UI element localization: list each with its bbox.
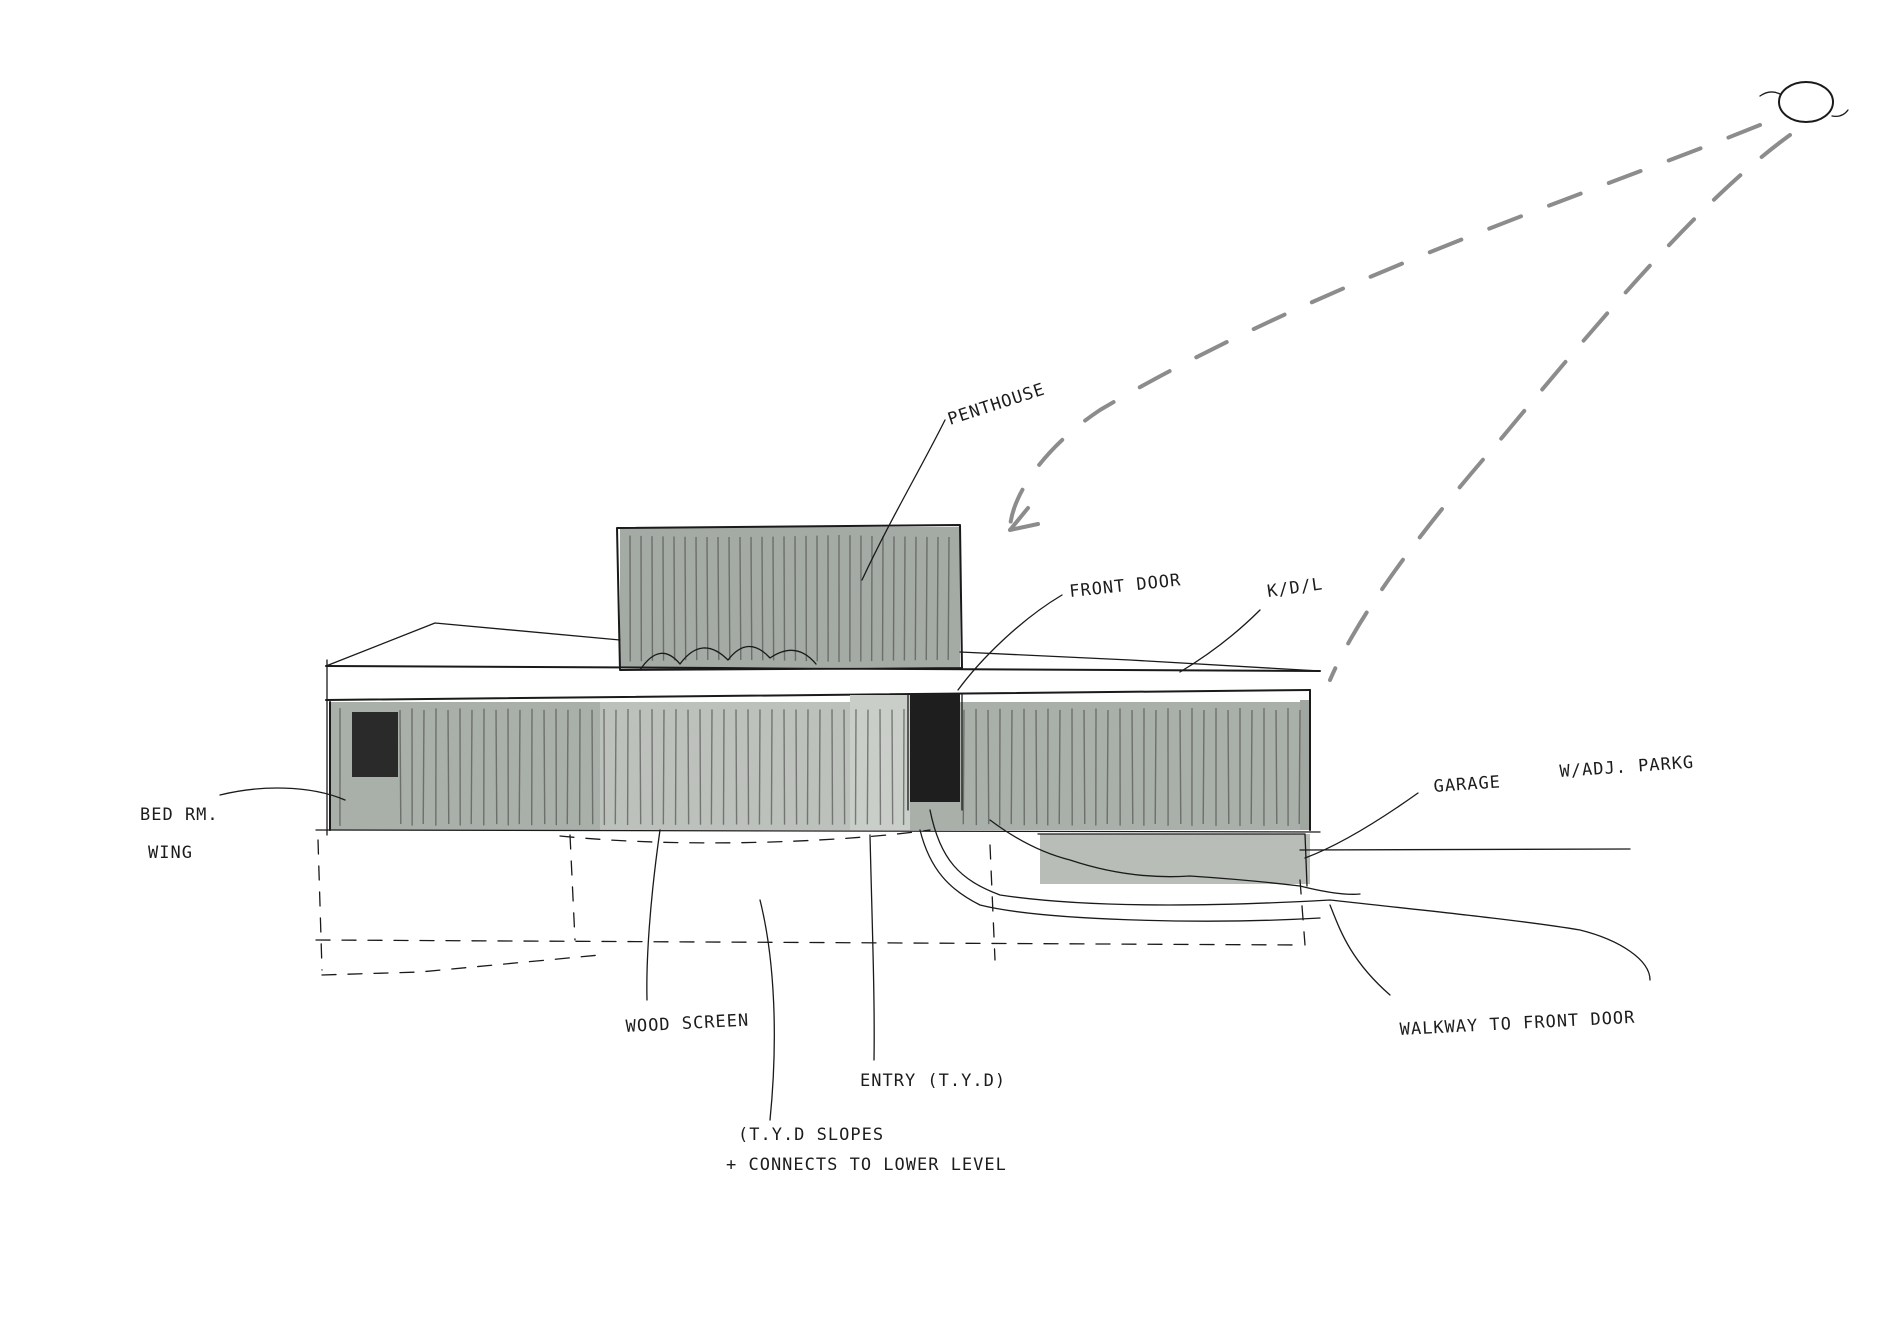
- lower-level-outline: [315, 834, 1306, 976]
- siding-stroke: [818, 709, 821, 825]
- siding-stroke: [892, 536, 895, 661]
- siding-stroke: [866, 709, 869, 825]
- main-facade: [315, 659, 1321, 836]
- siding-stroke: [987, 709, 990, 825]
- siding-stroke: [806, 709, 809, 825]
- sun-icon: [1759, 81, 1849, 123]
- siding-stroke: [1179, 709, 1182, 825]
- siding-stroke: [783, 536, 786, 661]
- siding-stroke: [925, 536, 928, 661]
- front-door: [907, 693, 963, 811]
- siding-stroke: [495, 709, 498, 825]
- siding-stroke: [662, 709, 665, 825]
- label-walkway: WALKWAY TO FRONT DOOR: [1399, 1008, 1636, 1040]
- bedroom-window: [352, 712, 398, 777]
- siding-stroke: [962, 709, 965, 825]
- label-garage-parking: W/ADJ. PARKG: [1559, 753, 1695, 782]
- siding-stroke: [639, 709, 642, 825]
- siding-stroke: [687, 709, 690, 825]
- siding-stroke: [1154, 709, 1157, 825]
- siding-stroke: [543, 709, 546, 825]
- siding-stroke: [772, 536, 775, 661]
- siding-stroke: [947, 536, 950, 661]
- label-wood-screen: WOOD SCREEN: [625, 1011, 749, 1037]
- siding-stroke: [758, 709, 761, 825]
- siding-stroke: [1058, 709, 1061, 825]
- siding-stroke: [447, 709, 450, 825]
- siding-stroke: [770, 709, 773, 825]
- siding-stroke: [735, 709, 738, 825]
- siding-stroke: [728, 536, 731, 661]
- siding-stroke: [1010, 709, 1013, 825]
- penthouse-block: [616, 524, 963, 671]
- siding-stroke: [761, 536, 764, 661]
- siding-stroke: [614, 709, 617, 825]
- siding-stroke: [831, 709, 834, 825]
- siding-stroke: [1106, 709, 1109, 825]
- siding-stroke: [722, 709, 725, 825]
- siding-stroke: [1131, 709, 1134, 825]
- roof-lines: [325, 622, 1321, 701]
- siding-stroke: [1298, 709, 1301, 825]
- label-slopes-1: (T.Y.D SLOPES: [738, 1125, 884, 1145]
- siding-stroke: [1227, 709, 1230, 825]
- siding-stroke: [673, 536, 676, 661]
- siding-stroke: [891, 709, 894, 825]
- siding-stroke: [747, 709, 750, 825]
- siding-stroke: [710, 709, 713, 825]
- siding-stroke: [1083, 709, 1086, 825]
- sun-path-arrows: [1008, 123, 1792, 682]
- siding-stroke: [843, 709, 846, 825]
- label-bedroom-wing-1: BED RM.: [140, 805, 219, 825]
- siding-stroke: [795, 709, 798, 825]
- siding-stroke: [750, 536, 753, 661]
- label-kdl: K/D/L: [1266, 574, 1324, 602]
- siding-stroke: [662, 536, 665, 661]
- siding-stroke: [470, 709, 473, 825]
- siding-stroke: [783, 709, 786, 825]
- siding-stroke: [399, 709, 402, 825]
- siding-stroke: [518, 709, 521, 825]
- siding-stroke: [739, 536, 742, 661]
- landscape: [559, 645, 1651, 981]
- garage-block: [1037, 833, 1631, 887]
- siding-stroke: [1275, 709, 1278, 825]
- siding-stroke: [695, 536, 698, 661]
- siding-stroke: [936, 536, 939, 661]
- siding-stroke: [717, 536, 720, 661]
- leader-lines: [219, 419, 1419, 1121]
- label-penthouse: PENTHOUSE: [945, 379, 1047, 429]
- siding-stroke: [422, 709, 425, 825]
- siding-stroke: [684, 536, 687, 661]
- siding-stroke: [914, 536, 917, 661]
- label-entry: ENTRY (T.Y.D): [860, 1071, 1006, 1091]
- siding-stroke: [591, 709, 594, 825]
- siding-stroke: [1250, 709, 1253, 825]
- siding-stroke: [1035, 709, 1038, 825]
- label-bedroom-wing-2: WING: [148, 843, 193, 863]
- label-slopes-2: + CONNECTS TO LOWER LEVEL: [726, 1155, 1007, 1175]
- siding-stroke: [566, 709, 569, 825]
- label-garage: GARAGE: [1433, 772, 1502, 797]
- siding-stroke: [903, 536, 906, 661]
- label-front-door: FRONT DOOR: [1068, 570, 1182, 602]
- siding-stroke: [706, 536, 709, 661]
- siding-stroke: [1202, 709, 1205, 825]
